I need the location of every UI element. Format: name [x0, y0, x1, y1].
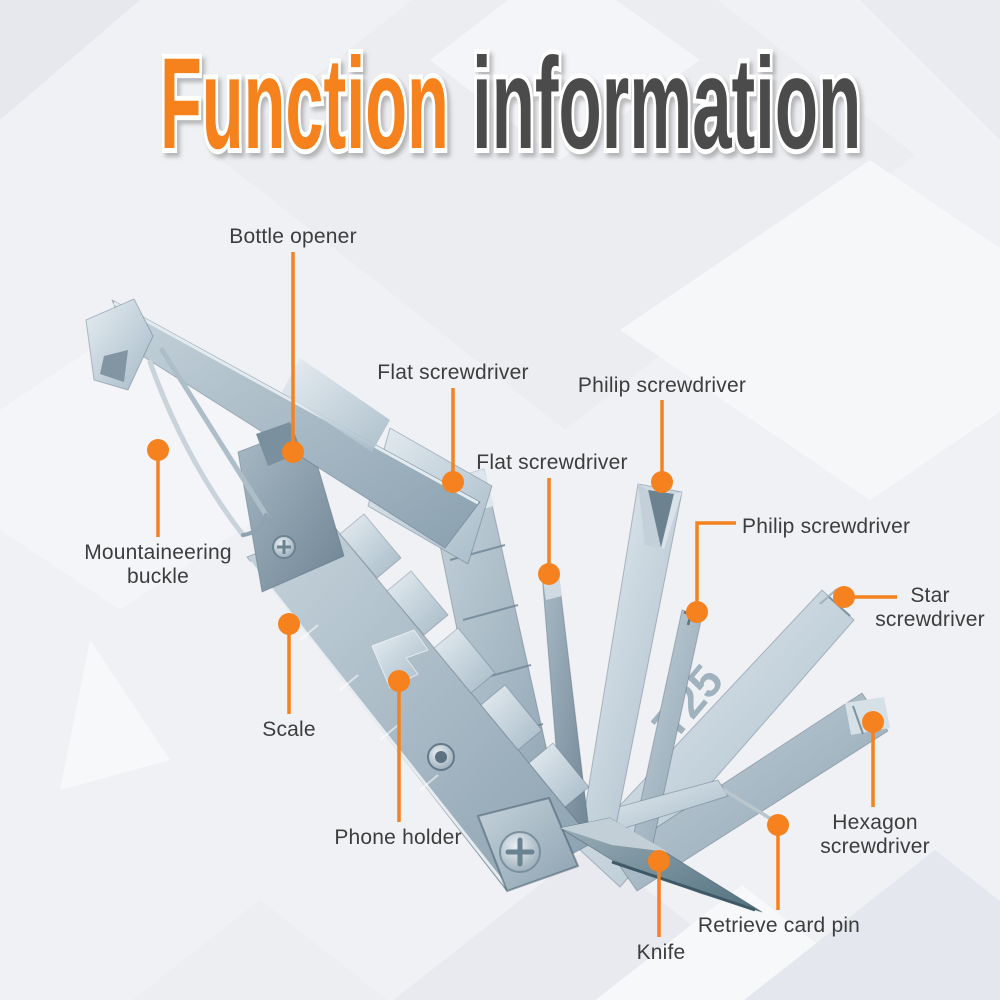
- label-philip-screwdriver-mid: Philip screwdriver: [742, 515, 911, 538]
- callout-philip-screwdriver-mid: [686, 521, 736, 623]
- title-word-information: information: [472, 31, 861, 176]
- main-body-rail: [246, 513, 595, 891]
- label-flat-screwdriver-top: Flat screwdriver: [377, 361, 529, 384]
- callout-philip-screwdriver-top: [651, 400, 673, 493]
- label-hexagon-screwdriver: Hexagon screwdriver: [820, 811, 930, 858]
- wire-gate: [147, 347, 269, 538]
- bar-raised-section: [282, 358, 390, 452]
- callout-flat-screwdriver-mid: [538, 478, 560, 585]
- label-knife: Knife: [636, 941, 686, 964]
- label-star-screwdriver: Star screwdriver: [875, 584, 985, 631]
- label-philip-screwdriver-top: Philip screwdriver: [577, 374, 747, 397]
- callout-bottle-opener: [282, 252, 304, 463]
- label-bottle-opener: Bottle opener: [229, 225, 357, 248]
- label-phone-holder: Phone holder: [334, 826, 462, 849]
- callout-phone-holder: [388, 670, 410, 822]
- label-flat-screwdriver-mid: Flat screwdriver: [476, 451, 628, 474]
- carabiner-frame: [85, 298, 493, 593]
- callout-knife: [648, 850, 670, 937]
- multitool-photo: T25: [85, 298, 890, 913]
- page-title: Function information: [156, 27, 865, 180]
- label-mountaineering-buckle: Mountaineering buckle: [84, 541, 232, 588]
- philip-screwdriver-big-bit: [579, 483, 683, 847]
- callout-star-screwdriver: [833, 586, 897, 608]
- callout-retrieve-card-pin: [767, 814, 789, 910]
- phone-holder-notch: [371, 629, 429, 689]
- callout-connectors: [147, 252, 897, 937]
- callout-flat-screwdriver-top: [442, 388, 464, 493]
- label-scale: Scale: [262, 718, 316, 741]
- callout-mountaineering-buckle: [147, 439, 169, 537]
- callout-hexagon-screwdriver: [862, 711, 884, 807]
- bottom-pivot-plate: [477, 797, 579, 892]
- tip-hook-notch: [100, 350, 128, 382]
- callout-scale: [278, 613, 300, 714]
- title-word-function: Function: [160, 30, 449, 175]
- label-retrieve-card-pin: Retrieve card pin: [697, 914, 861, 937]
